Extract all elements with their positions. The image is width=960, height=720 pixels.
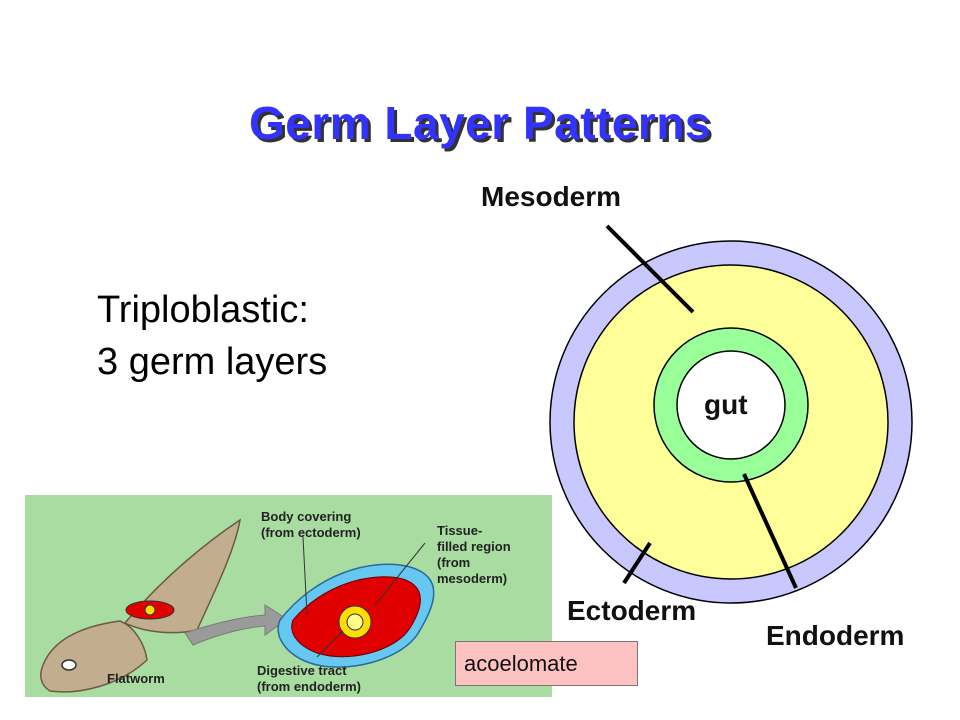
flatworm-head — [40, 620, 148, 693]
ectoderm-pointer — [622, 541, 652, 585]
digestive-pointer — [316, 630, 344, 658]
gut-cavity — [676, 350, 786, 460]
mesoderm-label: Mesoderm — [481, 181, 622, 212]
body-covering-pointer — [302, 536, 308, 616]
slide-title: Germ Layer Patterns — [248, 97, 712, 149]
digestive-tract-label: Digestive tract (from endoderm) — [257, 663, 361, 694]
cross-section-gut — [346, 613, 364, 631]
flatworm-label: Flatworm — [107, 671, 165, 686]
mesoderm-pointer — [605, 224, 695, 314]
tissue-pointer — [374, 542, 426, 606]
subtitle-line-1: Triploblastic: — [97, 289, 309, 331]
ectoderm-label: Ectoderm — [567, 595, 697, 626]
subtitle-line-2: 3 germ layers — [97, 341, 328, 383]
acoelomate-tag: acoelomate — [455, 641, 638, 686]
gut-label: gut — [704, 389, 748, 420]
endoderm-pointer — [742, 473, 798, 589]
flatworm-eye — [61, 659, 77, 671]
body-covering-label: Body covering (from ectoderm) — [261, 509, 361, 540]
endoderm-label: Endoderm — [766, 620, 905, 651]
tissue-filled-label: Tissue- filled region (from mesoderm) — [437, 523, 511, 586]
cross-section-small-gut — [144, 604, 156, 616]
subtitle: Triploblastic: 3 germ layers — [97, 284, 327, 388]
flatworm-illustration — [40, 518, 435, 693]
